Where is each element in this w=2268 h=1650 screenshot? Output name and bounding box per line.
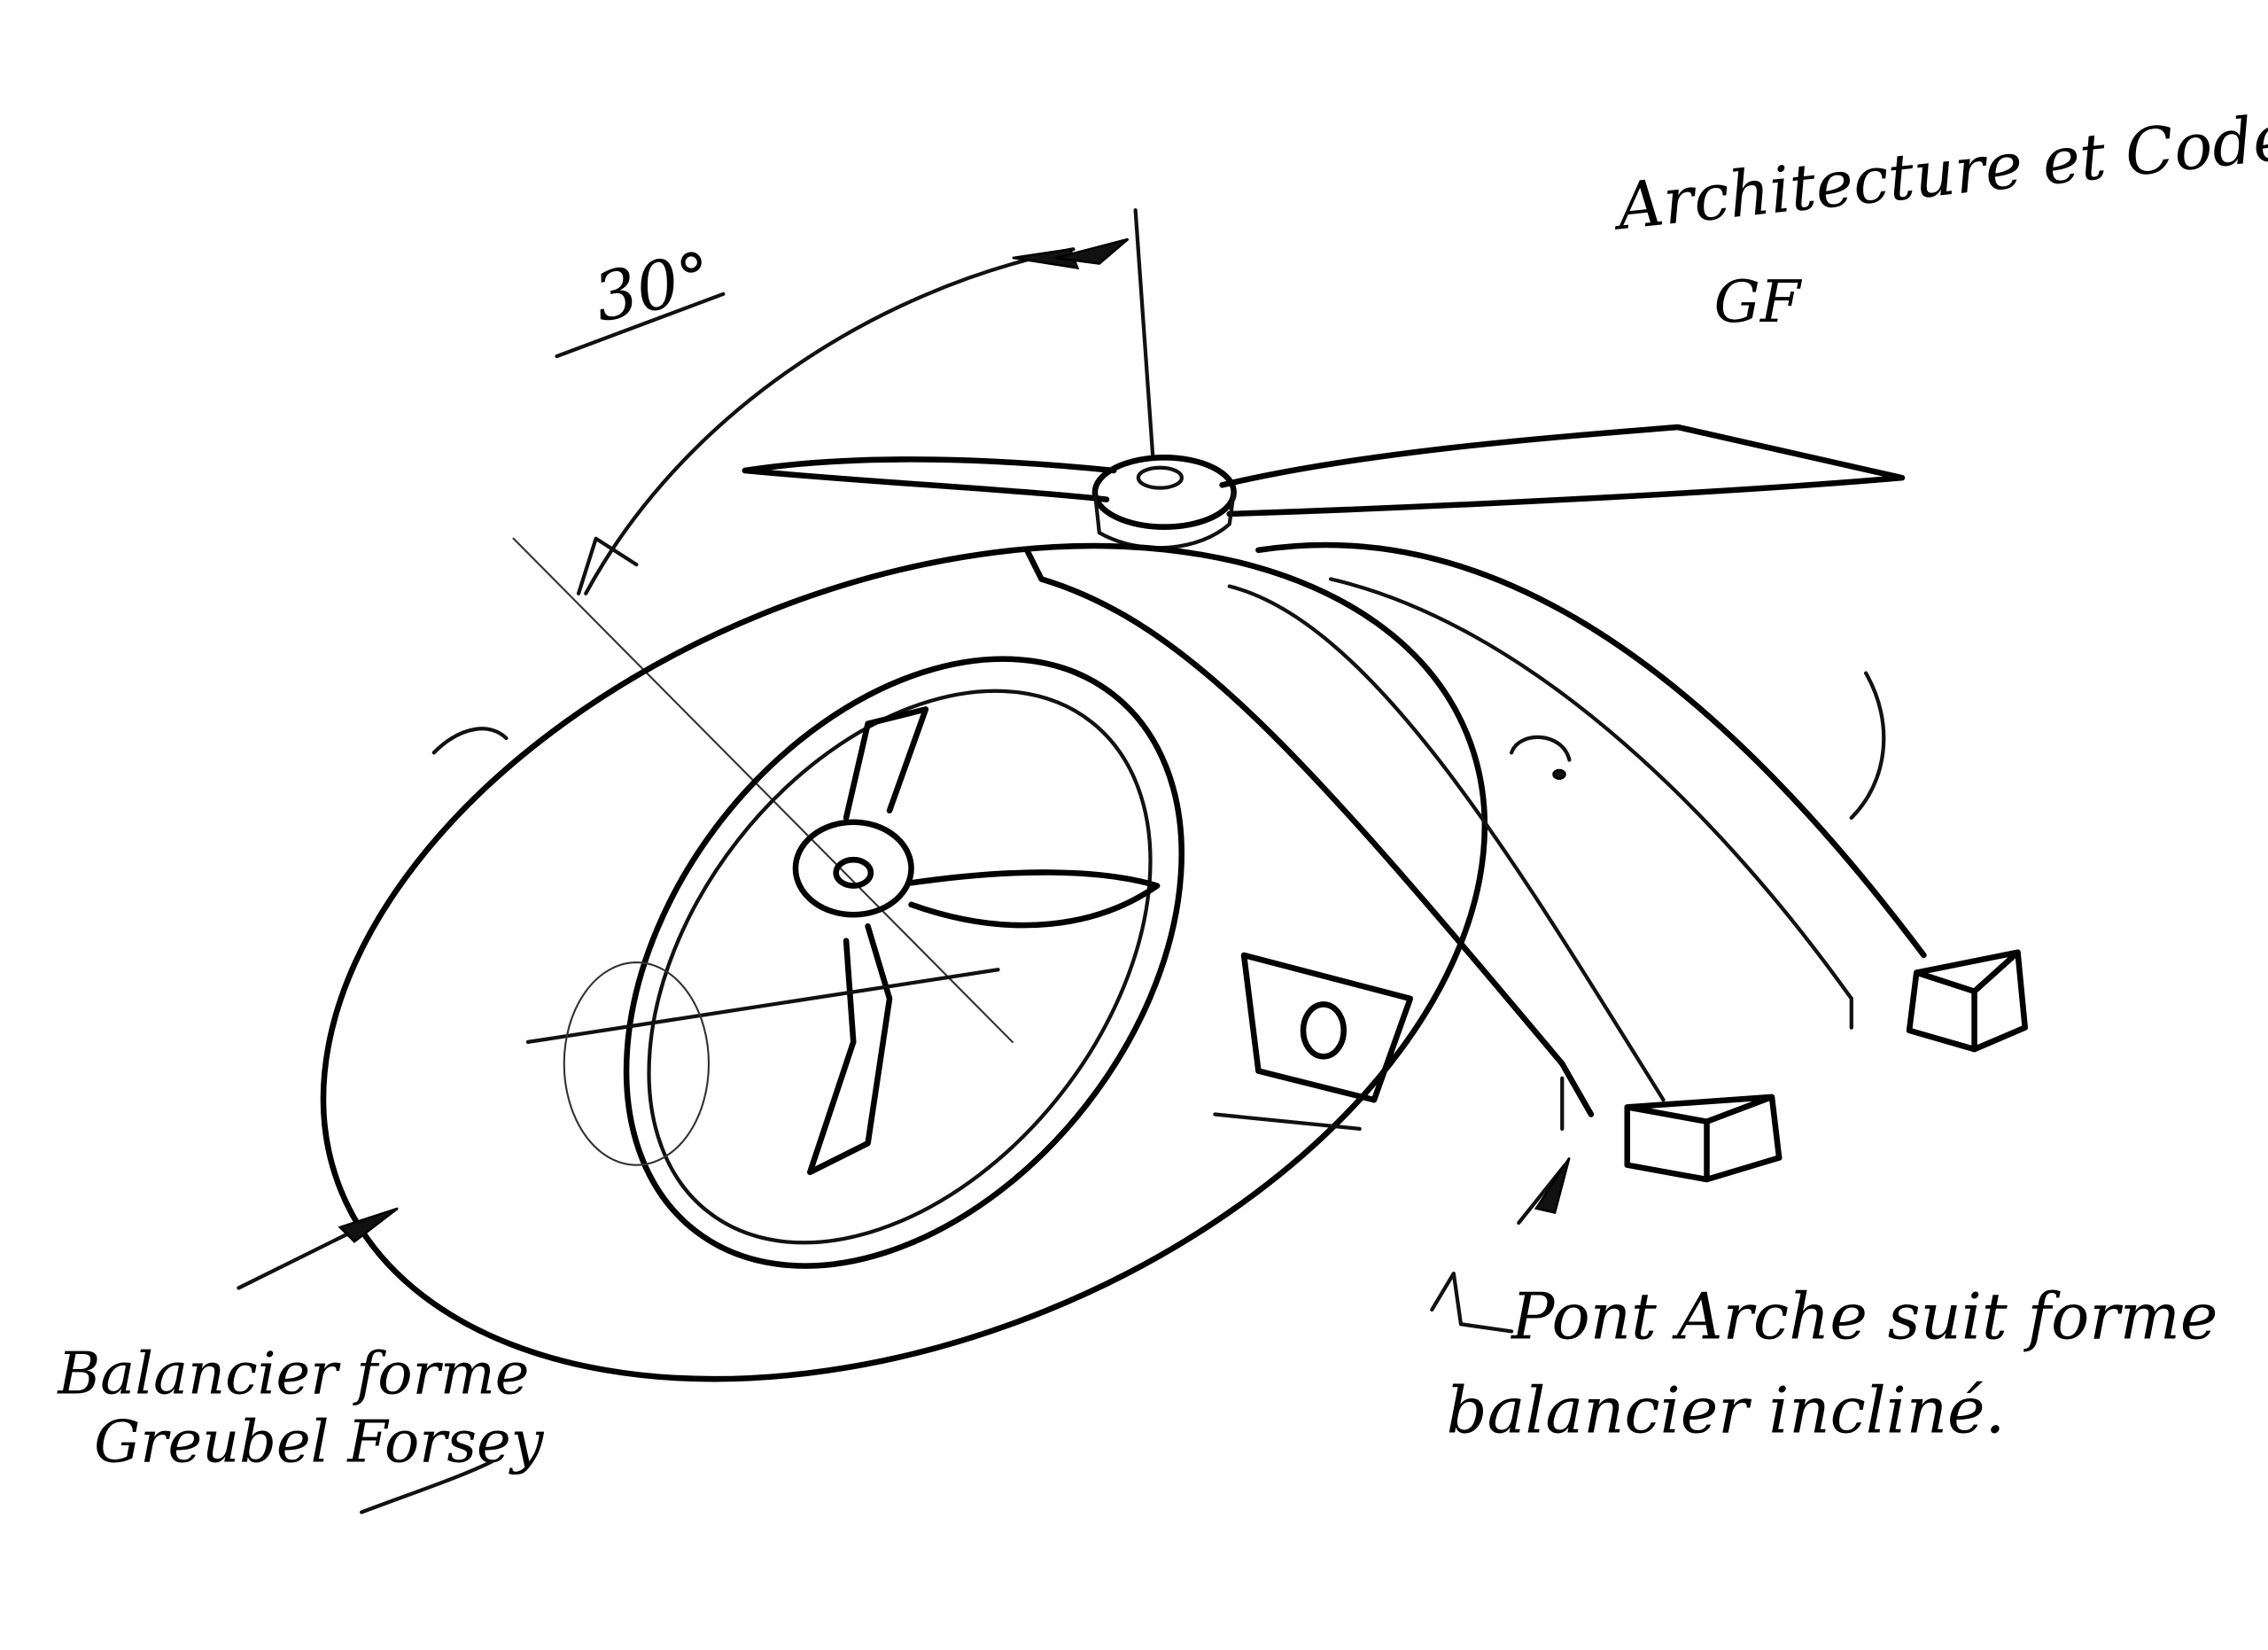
- top-bar: [742, 424, 1906, 518]
- balance-note-line2: Greubel Forsey: [94, 1408, 545, 1475]
- balance-note-flourish: [360, 1459, 494, 1514]
- angle-arc: [584, 247, 1076, 595]
- balance-jewel: [833, 856, 874, 889]
- bridge-note-line1: Pont Arche suit forme: [1510, 1280, 2218, 1354]
- bridge-note-line2: balancier incliné.: [1447, 1374, 2006, 1448]
- inner-ring-inner: [647, 689, 1153, 1245]
- vertical-axis: [1133, 207, 1155, 458]
- support-base: [1213, 1112, 1362, 1131]
- support-hole: [1300, 1001, 1347, 1060]
- bridge-arm-right-outer: [1255, 541, 1927, 959]
- horizontal-axis: [525, 968, 1000, 1045]
- axis-flag: [1055, 237, 1130, 265]
- bridge-curve: [1849, 671, 1886, 820]
- inclined-axis: [512, 537, 1014, 1043]
- title-text: Architecture et Codes: [1609, 96, 2268, 245]
- balance-notch: [431, 727, 509, 755]
- angle-underline: [555, 292, 726, 359]
- spoke-bottom: [807, 923, 893, 1176]
- top-hub-jewel: [1136, 465, 1184, 490]
- balance-note-line1: Balancier forme: [57, 1341, 529, 1408]
- weight-circle: [563, 961, 711, 1166]
- bridge-leader-arrowhead: [1534, 1156, 1571, 1215]
- arc-arrowhead-bottom: [576, 536, 639, 595]
- spoke-right: [908, 869, 1161, 929]
- foot-block-right: [1906, 949, 2028, 1053]
- balance-hub: [792, 819, 914, 918]
- bridge-arm-left-outer: [1023, 547, 1595, 1117]
- bridge-screw-hole: [1552, 768, 1566, 780]
- support-block: [1240, 952, 1414, 1103]
- foot-guides: [1560, 996, 1853, 1131]
- title-mark: GF: [1714, 269, 1803, 336]
- balance-outer-rim: [320, 542, 1488, 1382]
- inner-ring-outer: [623, 656, 1184, 1269]
- bridge-arm-right-inner: [1328, 577, 1853, 1001]
- bridge-arm-left-inner: [1227, 584, 1666, 1102]
- spoke-top: [843, 706, 929, 821]
- balance-leader-arrowhead: [338, 1207, 399, 1243]
- bridge-screw: [1510, 735, 1572, 762]
- foot-block-left: [1624, 1094, 1783, 1183]
